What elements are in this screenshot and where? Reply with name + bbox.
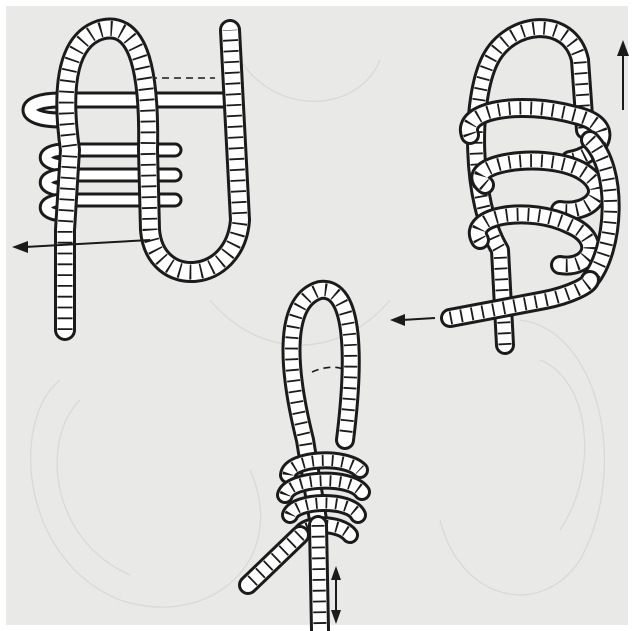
rope-standing-end [318,525,320,630]
